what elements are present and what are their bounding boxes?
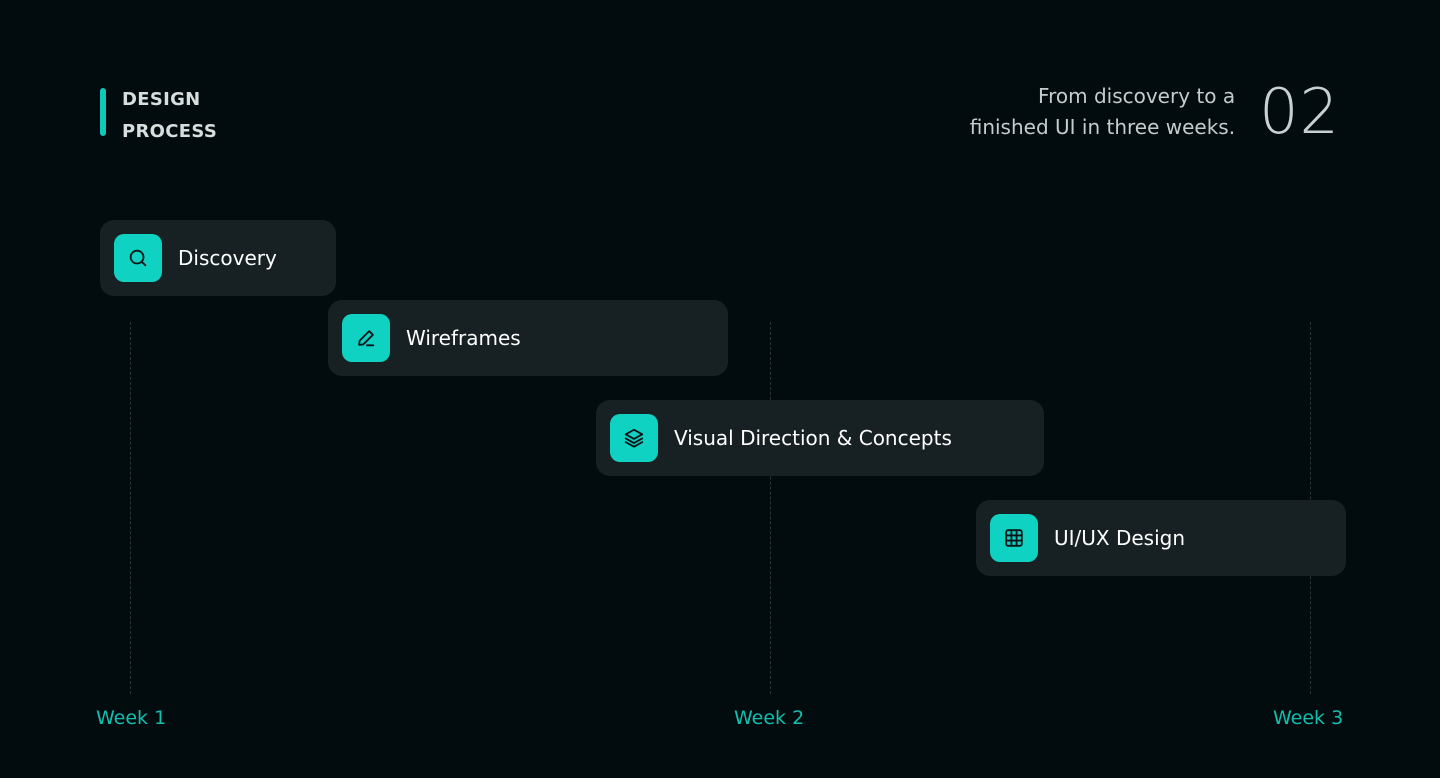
section-title-line-2: PROCESS bbox=[122, 121, 218, 142]
task-label: Visual Direction & Concepts bbox=[674, 426, 952, 450]
week-1-label: Week 1 bbox=[96, 707, 167, 729]
week-1-gridline bbox=[130, 322, 131, 694]
accent-bar bbox=[100, 88, 106, 136]
task-wireframes[interactable]: Wireframes bbox=[328, 300, 728, 376]
week-3-label: Week 3 bbox=[1273, 707, 1344, 729]
grid-icon bbox=[990, 514, 1038, 562]
header-summary: From discovery to a finished UI in three… bbox=[970, 78, 1340, 146]
task-discovery[interactable]: Discovery bbox=[100, 220, 336, 296]
section-header: DESIGN PROCESS bbox=[100, 84, 217, 148]
week-2-label: Week 2 bbox=[734, 707, 805, 729]
task-label: Wireframes bbox=[406, 326, 521, 350]
task-visual-direction[interactable]: Visual Direction & Concepts bbox=[596, 400, 1044, 476]
week-2-gridline bbox=[770, 322, 771, 694]
layers-icon bbox=[610, 414, 658, 462]
step-number: 02 bbox=[1259, 75, 1340, 148]
task-label: Discovery bbox=[178, 246, 277, 270]
task-label: UI/UX Design bbox=[1054, 526, 1186, 550]
tagline-line-1: From discovery to a bbox=[1038, 84, 1236, 108]
section-title: DESIGN PROCESS bbox=[122, 84, 217, 148]
pencil-icon bbox=[342, 314, 390, 362]
tagline: From discovery to a finished UI in three… bbox=[970, 81, 1235, 143]
section-title-line-1: DESIGN bbox=[122, 89, 201, 110]
task-ui-ux-design[interactable]: UI/UX Design bbox=[976, 500, 1346, 576]
tagline-line-2: finished UI in three weeks. bbox=[969, 115, 1236, 139]
search-icon bbox=[114, 234, 162, 282]
